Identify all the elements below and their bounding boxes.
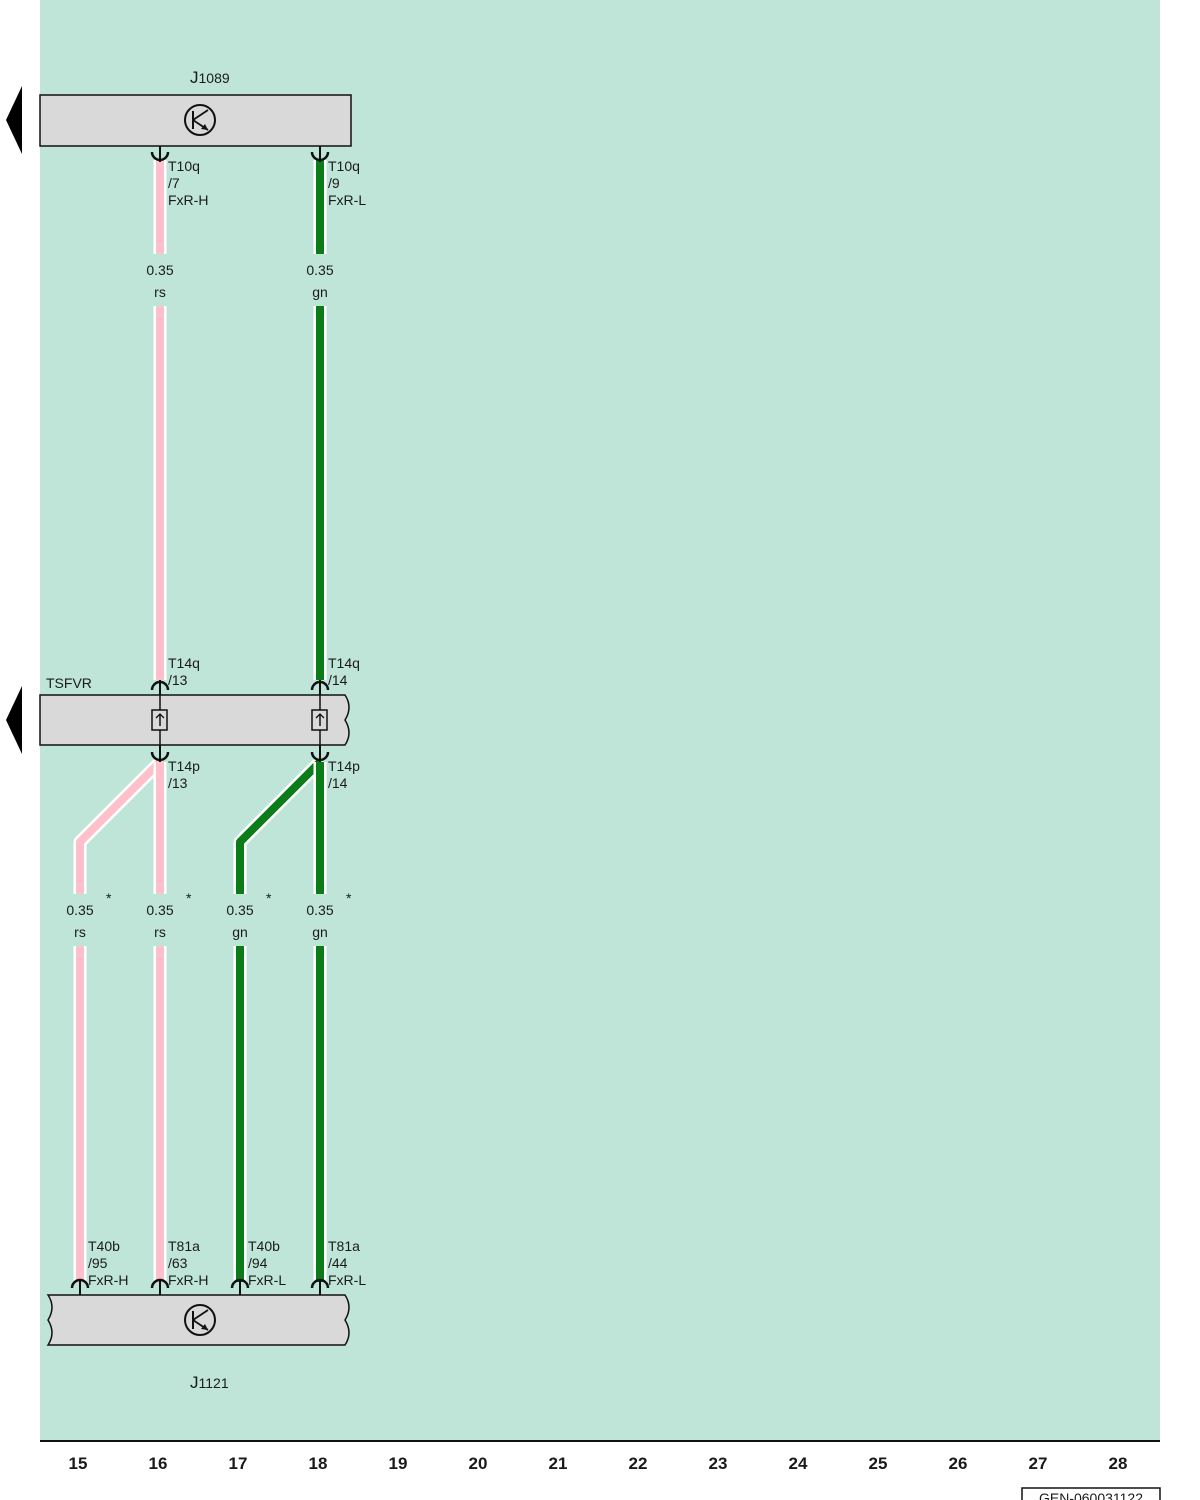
svg-text:T14q: T14q xyxy=(168,655,200,671)
component-label-j1089: J1089 xyxy=(190,68,230,87)
separation-point-label: TSFVR xyxy=(46,675,92,691)
column-number: 23 xyxy=(709,1454,728,1473)
connector-label: T14q /14 xyxy=(328,655,360,688)
svg-text:/95: /95 xyxy=(88,1255,108,1271)
svg-text:rs: rs xyxy=(154,284,166,300)
left-continuation-arrow-icon xyxy=(6,686,22,754)
svg-text:T40b: T40b xyxy=(88,1238,120,1254)
svg-text:*: * xyxy=(266,890,272,906)
column-number: 22 xyxy=(629,1454,648,1473)
wire-spec-label: 0.35 rs * xyxy=(66,890,112,940)
pin-connector-icon xyxy=(310,680,330,695)
svg-text:FxR-L: FxR-L xyxy=(248,1272,286,1288)
connector-label: T81a /63 FxR-H xyxy=(168,1238,208,1288)
wires xyxy=(73,160,327,1282)
pin-connector-icon xyxy=(70,1278,90,1295)
column-number: 19 xyxy=(389,1454,408,1473)
svg-text:rs: rs xyxy=(154,924,166,940)
separation-point-tsfvr-box[interactable] xyxy=(39,694,350,746)
connector-label: T10q /7 FxR-H xyxy=(168,158,208,208)
svg-text:gn: gn xyxy=(312,924,328,940)
svg-text:T81a: T81a xyxy=(328,1238,360,1254)
svg-text:0.35: 0.35 xyxy=(146,902,173,918)
svg-text:T14q: T14q xyxy=(328,655,360,671)
svg-text:/13: /13 xyxy=(168,775,188,791)
svg-text:T81a: T81a xyxy=(168,1238,200,1254)
svg-text:0.35: 0.35 xyxy=(66,902,93,918)
svg-text:/14: /14 xyxy=(328,775,348,791)
svg-text:0.35: 0.35 xyxy=(226,902,253,918)
transistor-symbol-icon xyxy=(184,104,216,136)
column-number: 20 xyxy=(469,1454,488,1473)
wire-rs xyxy=(76,759,163,894)
svg-text:*: * xyxy=(106,890,112,906)
connector-label: T14q /13 xyxy=(168,655,200,688)
column-number: 25 xyxy=(869,1454,888,1473)
svg-text:/9: /9 xyxy=(328,175,340,191)
column-number: 21 xyxy=(549,1454,568,1473)
connector-label: T40b /94 FxR-L xyxy=(248,1238,286,1288)
column-numbers: 15 16 17 18 19 20 21 22 23 24 25 26 27 28 xyxy=(69,1454,1128,1473)
column-number: 17 xyxy=(229,1454,248,1473)
svg-text:T10q: T10q xyxy=(168,158,200,174)
svg-text:FxR-H: FxR-H xyxy=(168,192,208,208)
connector-label: T81a /44 FxR-L xyxy=(328,1238,366,1288)
pin-connector-icon xyxy=(150,745,170,762)
wire-spec-label: 0.35 rs xyxy=(146,262,173,300)
component-label-j1121: J1121 xyxy=(190,1373,229,1392)
wire-spec-label: 0.35 gn * xyxy=(226,890,272,940)
pin-connector-icon xyxy=(310,745,330,762)
column-number: 16 xyxy=(149,1454,168,1473)
pin-connector-icon xyxy=(230,1278,250,1295)
svg-text:/13: /13 xyxy=(168,672,188,688)
svg-text:T40b: T40b xyxy=(248,1238,280,1254)
svg-text:0.35: 0.35 xyxy=(146,262,173,278)
connector-label: T10q /9 FxR-L xyxy=(328,158,366,208)
control-unit-j1089-box[interactable] xyxy=(39,94,352,147)
column-number: 26 xyxy=(949,1454,968,1473)
diagram-id: GEN-060031122 xyxy=(1039,1490,1143,1500)
svg-text:/14: /14 xyxy=(328,672,348,688)
column-number: 24 xyxy=(789,1454,808,1473)
wire-spec-label: 0.35 gn xyxy=(306,262,333,300)
pin-connector-icon xyxy=(310,1278,330,1295)
diagram-id-box xyxy=(1021,1487,1161,1500)
connector-label: T40b /95 FxR-H xyxy=(88,1238,128,1288)
svg-text:FxR-H: FxR-H xyxy=(88,1272,128,1288)
svg-text:*: * xyxy=(346,890,352,906)
svg-text:/63: /63 xyxy=(168,1255,188,1271)
svg-text:FxR-H: FxR-H xyxy=(168,1272,208,1288)
left-continuation-arrow-icon xyxy=(6,86,22,154)
svg-text:T10q: T10q xyxy=(328,158,360,174)
column-number: 18 xyxy=(309,1454,328,1473)
svg-text:/7: /7 xyxy=(168,175,180,191)
column-number: 27 xyxy=(1029,1454,1048,1473)
svg-text:0.35: 0.35 xyxy=(306,902,333,918)
transistor-symbol-icon xyxy=(184,1304,216,1336)
svg-text:T14p: T14p xyxy=(328,758,360,774)
svg-text:0.35: 0.35 xyxy=(306,262,333,278)
pin-connector-icon xyxy=(150,146,170,162)
column-number: 28 xyxy=(1109,1454,1128,1473)
svg-text:FxR-L: FxR-L xyxy=(328,192,366,208)
svg-text:gn: gn xyxy=(232,924,248,940)
svg-text:T14p: T14p xyxy=(168,758,200,774)
wire-gn xyxy=(236,759,323,894)
svg-text:/44: /44 xyxy=(328,1255,348,1271)
wire-spec-label: 0.35 gn * xyxy=(306,890,352,940)
svg-text:gn: gn xyxy=(312,284,328,300)
svg-text:/94: /94 xyxy=(248,1255,268,1271)
connector-label: T14p /13 xyxy=(168,758,200,791)
svg-text:FxR-L: FxR-L xyxy=(328,1272,366,1288)
wire-spec-label: 0.35 rs * xyxy=(146,890,192,940)
control-unit-j1121-box[interactable] xyxy=(46,1294,350,1346)
pin-connector-icon xyxy=(310,146,330,162)
svg-text:*: * xyxy=(186,890,192,906)
pin-connector-icon xyxy=(150,1278,170,1295)
connector-label: T14p /14 xyxy=(328,758,360,791)
column-number: 15 xyxy=(69,1454,88,1473)
pin-connector-icon xyxy=(150,680,170,695)
svg-text:rs: rs xyxy=(74,924,86,940)
